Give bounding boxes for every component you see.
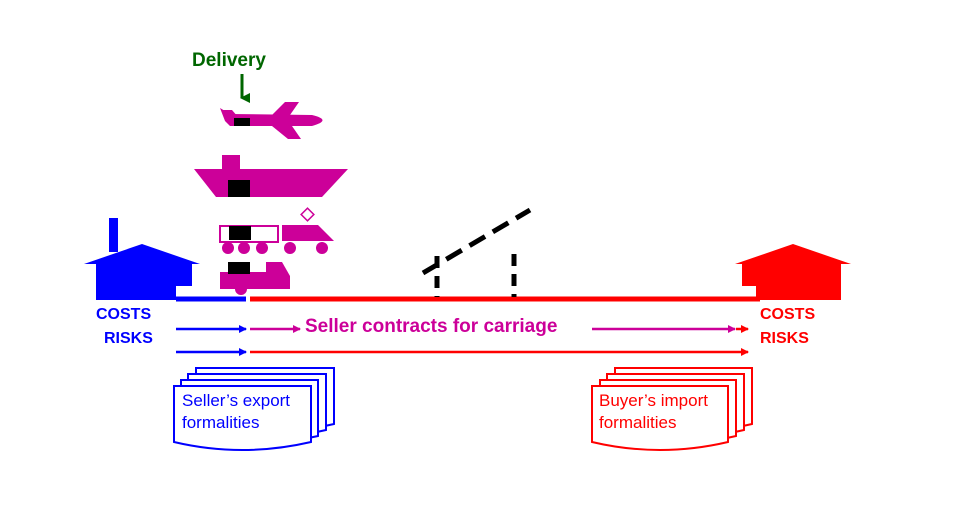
buyer-documents-text: Buyer’s import formalities (599, 390, 708, 434)
seller-documents-icon (173, 367, 335, 451)
buyer-doc-line1: Buyer’s import (599, 391, 708, 410)
truck-icon (220, 262, 290, 295)
buyer-costs-label: COSTS (760, 306, 816, 323)
seller-documents-text: Seller’s export formalities (182, 390, 290, 434)
ship-icon (194, 155, 348, 197)
buyer-doc-line2: formalities (599, 413, 677, 432)
seller-doc-line2: formalities (182, 413, 260, 432)
seller-risks-label: RISKS (104, 330, 153, 347)
seller-doc-line1: Seller’s export (182, 391, 291, 410)
customs-barrier-icon (421, 207, 532, 297)
airplane-icon (220, 102, 323, 139)
buyer-risks-label: RISKS (760, 330, 809, 347)
seller-building-icon (84, 218, 200, 300)
buyer-building-icon (735, 244, 851, 300)
carriage-label: Seller contracts for carriage (305, 316, 558, 337)
seller-costs-label: COSTS (96, 306, 152, 323)
delivery-label: Delivery (192, 50, 266, 71)
rail-wagon-icon (219, 207, 334, 254)
buyer-documents-icon (591, 367, 753, 451)
